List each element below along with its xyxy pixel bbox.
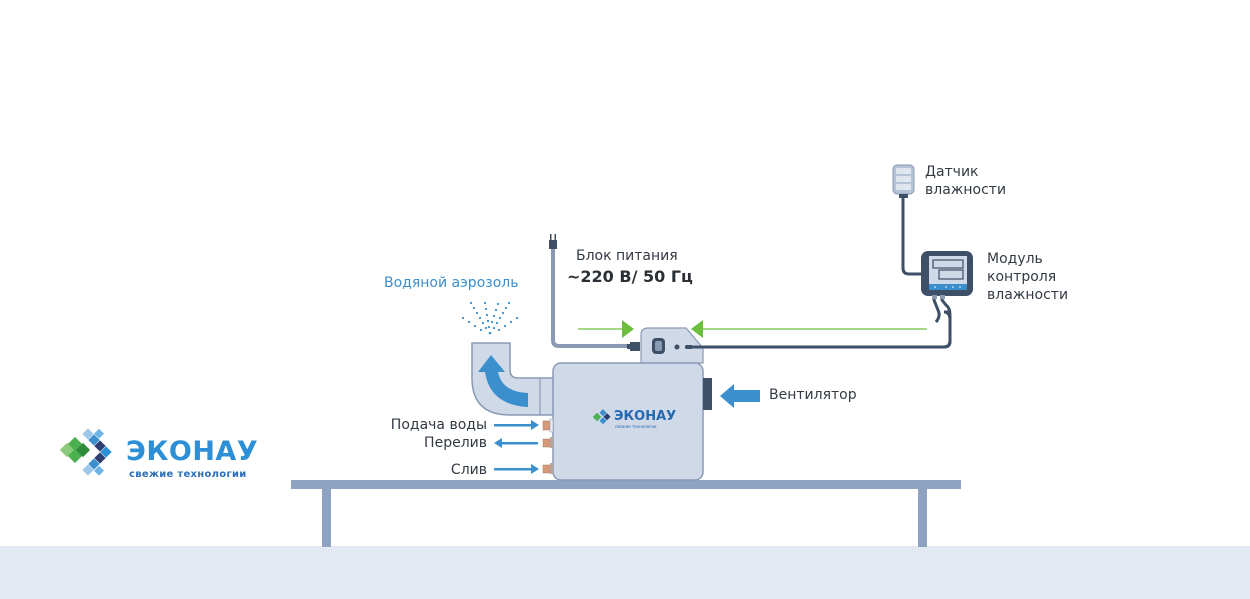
power-cable: [551, 248, 632, 348]
unit-logo-icon: [592, 409, 611, 425]
curved-arrow-up-icon: [478, 355, 528, 407]
module-label-line3: влажности: [987, 287, 1069, 303]
brand-tagline: свежие технологии: [129, 469, 247, 480]
table-leg-left: [322, 489, 331, 547]
brand-logo-icon: [59, 428, 112, 476]
sensor-label-line1: Датчик: [925, 164, 979, 180]
airflow-arrows: [578, 320, 927, 338]
power-title-label: Блок питания: [576, 248, 678, 264]
brand-name: ЭКОНАУ: [126, 436, 259, 467]
aerosol-spray-icon: [461, 301, 519, 335]
power-connector: [630, 342, 640, 351]
module-label-line1: Модуль: [987, 251, 1043, 267]
aerosol-duct: [471, 342, 556, 416]
indicator-led: [674, 344, 680, 350]
floor: [0, 546, 1250, 599]
humidity-controller-icon: [921, 251, 973, 299]
water-supply-label: Подача воды: [390, 417, 487, 433]
humidity-sensor-icon: [892, 164, 915, 198]
sensor-cable: [901, 196, 922, 276]
water-arrows: [494, 420, 539, 474]
table-top: [291, 480, 961, 489]
arrow-left-icon: [720, 384, 760, 408]
module-label-line2: контроля: [987, 269, 1057, 285]
control-housing: [640, 327, 704, 364]
table: [291, 480, 961, 547]
table-leg-right: [918, 489, 927, 547]
sensor-label-line2: влажности: [925, 182, 1007, 198]
water-fittings: [542, 418, 554, 474]
fan-label: Вентилятор: [769, 387, 857, 403]
unit-brand-tagline: свежие технологии: [615, 424, 657, 429]
overflow-label: Перелив: [424, 435, 487, 451]
drain-label: Слив: [450, 462, 487, 478]
fan-block: [703, 378, 712, 410]
aerosol-label: Водяной аэрозоль: [384, 275, 519, 291]
unit-brand-name: ЭКОНАУ: [614, 409, 677, 424]
power-plug-icon: [549, 234, 557, 249]
power-spec-label: ~220 В/ 50 Гц: [567, 267, 693, 286]
